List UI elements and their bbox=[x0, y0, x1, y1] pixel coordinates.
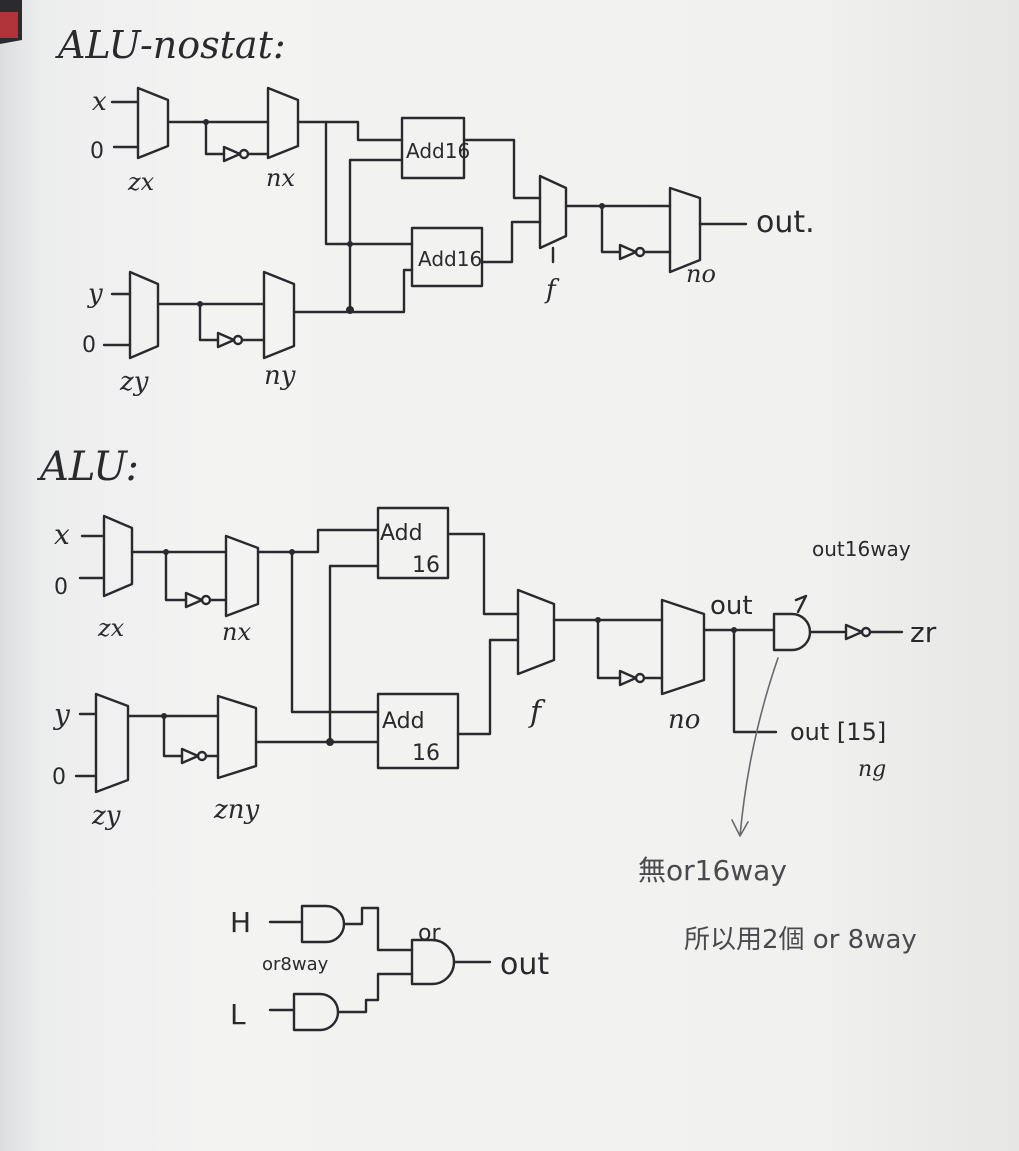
bottom-f-mux bbox=[516, 588, 556, 676]
bottom-input-x0-label: 0 bbox=[54, 575, 68, 600]
bottom-adder-2 bbox=[376, 692, 460, 770]
top-nx-mux bbox=[266, 86, 300, 160]
bottom-no-mux bbox=[660, 598, 706, 696]
top-no-inverter bbox=[618, 243, 638, 261]
top-ny-label: ny bbox=[264, 361, 296, 391]
bottom-input-x-label: x bbox=[54, 518, 70, 551]
top-nx-inverter bbox=[222, 145, 242, 163]
or8way-gate-high bbox=[300, 904, 346, 944]
top-input-x-label: x bbox=[92, 87, 107, 117]
bottom-adder-2-label-line2: 16 bbox=[412, 741, 440, 766]
or-gate-label: or bbox=[418, 921, 441, 946]
top-f-label: f bbox=[544, 275, 560, 305]
or-input-h-label: H bbox=[230, 906, 251, 939]
top-ny-mux bbox=[262, 270, 296, 360]
top-f-mux bbox=[538, 174, 568, 250]
top-section-title: ALU-nostat: bbox=[55, 23, 286, 67]
bottom-adder-2-label-line1: Add bbox=[382, 709, 425, 734]
bottom-ng-label: ng bbox=[858, 757, 886, 782]
page-corner bbox=[0, 0, 22, 44]
or8way-label: or8way bbox=[262, 954, 329, 975]
bottom-or16way-gate bbox=[772, 612, 812, 652]
bottom-nx-mux bbox=[224, 534, 260, 618]
note-arrow bbox=[731, 657, 779, 837]
note-line-2: 所以用2個 or 8way bbox=[684, 925, 917, 955]
top-output-label: out. bbox=[756, 205, 815, 240]
bottom-f-label: f bbox=[528, 695, 546, 730]
top-adder-2-label: Add16 bbox=[418, 247, 482, 271]
bottom-nx-label: nx bbox=[222, 618, 251, 646]
top-zy-mux bbox=[128, 270, 160, 360]
or-output-label: out bbox=[500, 947, 549, 982]
bottom-input-y-label: y bbox=[52, 698, 71, 731]
top-zy-label: zy bbox=[119, 367, 149, 397]
bottom-ny-mux bbox=[216, 694, 258, 780]
bottom-circuit: x 0 y 0 zx nx zy zny bbox=[52, 506, 937, 831]
top-input-y-label: y bbox=[87, 279, 103, 309]
bottom-no-label: no bbox=[668, 705, 700, 735]
or8way-gate-low bbox=[292, 992, 340, 1032]
bottom-zr-inverter bbox=[844, 623, 864, 641]
note-line-1: 無or16way bbox=[638, 854, 787, 887]
top-ny-inverter bbox=[216, 331, 236, 349]
bottom-out15-label: out [15] bbox=[790, 718, 886, 746]
bottom-nx-inverter bbox=[184, 591, 204, 609]
bottom-adder-1-label-line1: Add bbox=[380, 521, 423, 546]
top-adder-1-label: Add16 bbox=[406, 139, 470, 163]
bottom-adder-1 bbox=[376, 506, 450, 580]
top-adder-2 bbox=[410, 226, 484, 288]
top-circuit: x 0 y 0 zx nx zy ny bbox=[82, 86, 815, 397]
bottom-input-y0-label: 0 bbox=[52, 765, 66, 790]
bottom-zy-mux bbox=[94, 692, 130, 794]
bottom-zx-label: zx bbox=[97, 614, 125, 642]
top-nx-label: nx bbox=[266, 164, 295, 192]
bottom-out-label: out bbox=[710, 591, 753, 621]
bottom-zy-label: zy bbox=[91, 801, 121, 831]
top-adder-1 bbox=[400, 116, 466, 180]
top-no-mux bbox=[668, 186, 702, 274]
bottom-zr-label: zr bbox=[910, 616, 937, 649]
or-gate-final bbox=[410, 938, 456, 986]
top-input-x0-label: 0 bbox=[90, 139, 104, 164]
bottom-no-inverter bbox=[618, 669, 638, 687]
bottom-ny-inverter bbox=[180, 747, 200, 765]
top-zx-mux bbox=[136, 86, 170, 160]
bottom-ny-label: zny bbox=[213, 795, 259, 825]
bottom-adder-1-label-line2: 16 bbox=[412, 553, 440, 578]
or-input-l-label: L bbox=[230, 998, 246, 1031]
top-input-y0-label: 0 bbox=[82, 333, 96, 358]
bottom-zx-mux bbox=[102, 514, 134, 598]
top-zx-label: zx bbox=[127, 168, 155, 196]
or-combination-diagram: H L or8way or out bbox=[230, 904, 549, 1032]
bottom-section-title: ALU: bbox=[36, 444, 139, 490]
bottom-out16way-label: out16way bbox=[812, 537, 911, 561]
top-no-label: no bbox=[686, 260, 716, 288]
